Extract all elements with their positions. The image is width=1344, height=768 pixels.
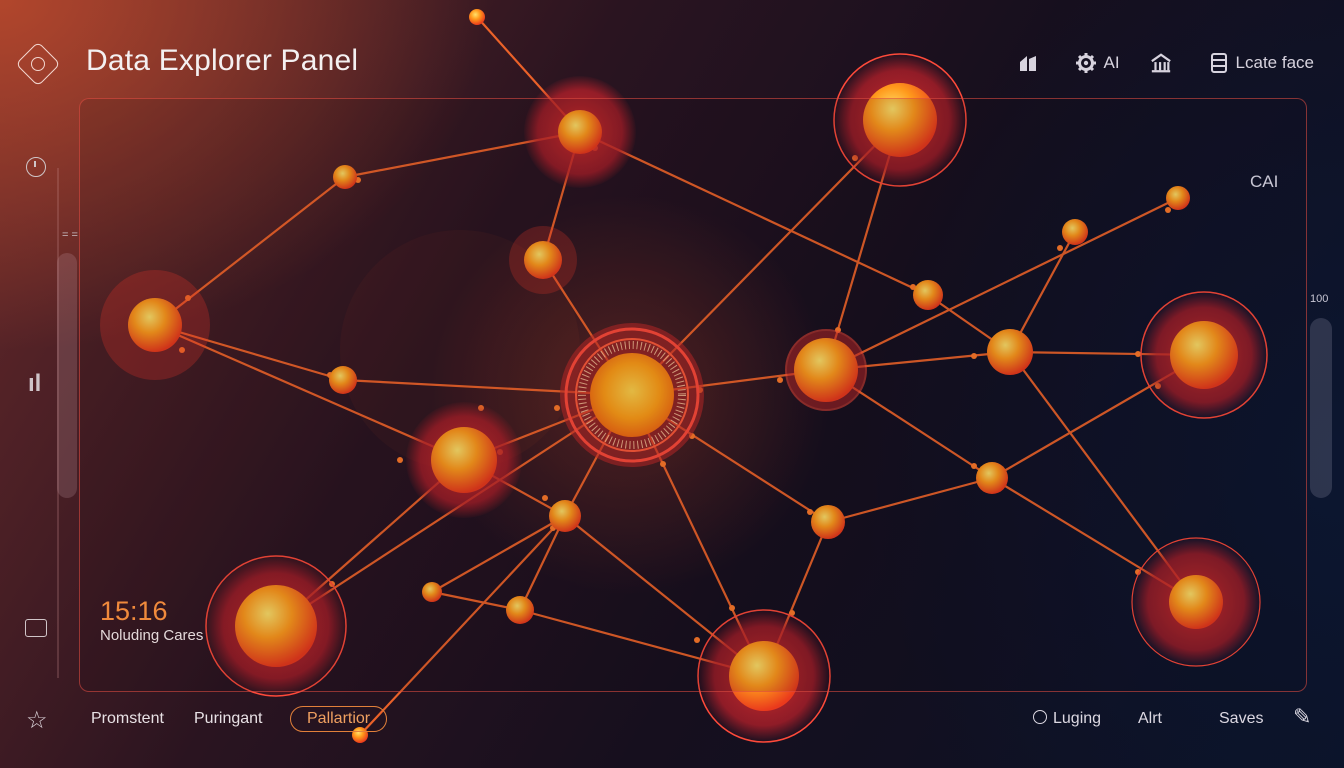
circle-icon <box>1033 710 1047 724</box>
time-subtitle: Noluding Cares <box>100 627 204 644</box>
right-scrollbar[interactable] <box>1310 318 1332 498</box>
node-medium[interactable] <box>509 226 577 294</box>
node-small[interactable] <box>811 505 845 539</box>
rail-divider <box>57 168 59 678</box>
small-nodes <box>329 9 1190 743</box>
node-small[interactable] <box>506 596 534 624</box>
node-large[interactable] <box>1131 537 1261 667</box>
node-small[interactable] <box>1166 186 1190 210</box>
user-logo-icon[interactable] <box>15 41 61 87</box>
clock-icon[interactable] <box>26 157 46 177</box>
chart-button[interactable] <box>1017 52 1045 74</box>
star-icon[interactable]: ☆ <box>26 707 48 734</box>
node-large[interactable] <box>100 270 210 380</box>
hub-node[interactable] <box>560 323 704 467</box>
node-small[interactable] <box>329 366 357 394</box>
node-medium[interactable] <box>785 329 867 411</box>
bars-icon[interactable]: ıl <box>28 370 42 397</box>
page-title: Data Explorer Panel <box>86 44 359 77</box>
node-small[interactable] <box>987 329 1033 375</box>
node-small[interactable] <box>976 462 1008 494</box>
data-panel <box>79 98 1307 692</box>
tab-puringant[interactable]: Puringant <box>194 710 263 727</box>
tab-pallartior[interactable]: Pallartior <box>290 706 388 732</box>
gear-icon <box>1076 53 1097 73</box>
chart-icon <box>1020 56 1037 71</box>
folder-icon[interactable] <box>25 619 47 637</box>
node-large[interactable] <box>697 609 831 743</box>
node-small[interactable] <box>1062 219 1088 245</box>
bank-button[interactable] <box>1150 52 1178 74</box>
node-large[interactable] <box>205 555 347 697</box>
node-small[interactable] <box>913 280 943 310</box>
alrt-button[interactable]: Alrt <box>1138 710 1162 727</box>
tab-promstent[interactable]: Promstent <box>91 710 164 727</box>
graph-nodes <box>100 9 1268 743</box>
locate-face-button[interactable]: Lcate face <box>1208 52 1314 74</box>
time-display: 15:16 <box>100 596 168 626</box>
luging-button[interactable]: Luging <box>1033 710 1101 728</box>
node-large[interactable] <box>406 402 522 518</box>
node-large[interactable] <box>524 76 636 188</box>
node-small[interactable] <box>422 582 442 602</box>
node-small[interactable] <box>469 9 485 25</box>
right-scale-label: 100 <box>1310 293 1329 305</box>
node-large[interactable] <box>833 53 967 187</box>
bank-icon <box>1150 53 1171 73</box>
header-actions: AI Lcate face <box>1017 52 1314 74</box>
bottom-bar: ☆ Promstent Puringant Pallartior Luging … <box>0 700 1344 740</box>
header: Data Explorer Panel AI <box>0 0 1344 100</box>
saves-button[interactable]: Saves <box>1219 710 1264 727</box>
left-scrollbar[interactable] <box>57 253 77 498</box>
node-large[interactable] <box>1140 291 1268 419</box>
database-icon <box>1210 53 1227 73</box>
node-small[interactable] <box>549 500 581 532</box>
pencil-icon[interactable]: ✎ <box>1293 704 1312 729</box>
right-badge: CAI <box>1250 172 1279 191</box>
left-marker: = = <box>62 229 78 241</box>
ai-settings-button[interactable]: AI <box>1075 52 1120 74</box>
node-small[interactable] <box>333 165 357 189</box>
